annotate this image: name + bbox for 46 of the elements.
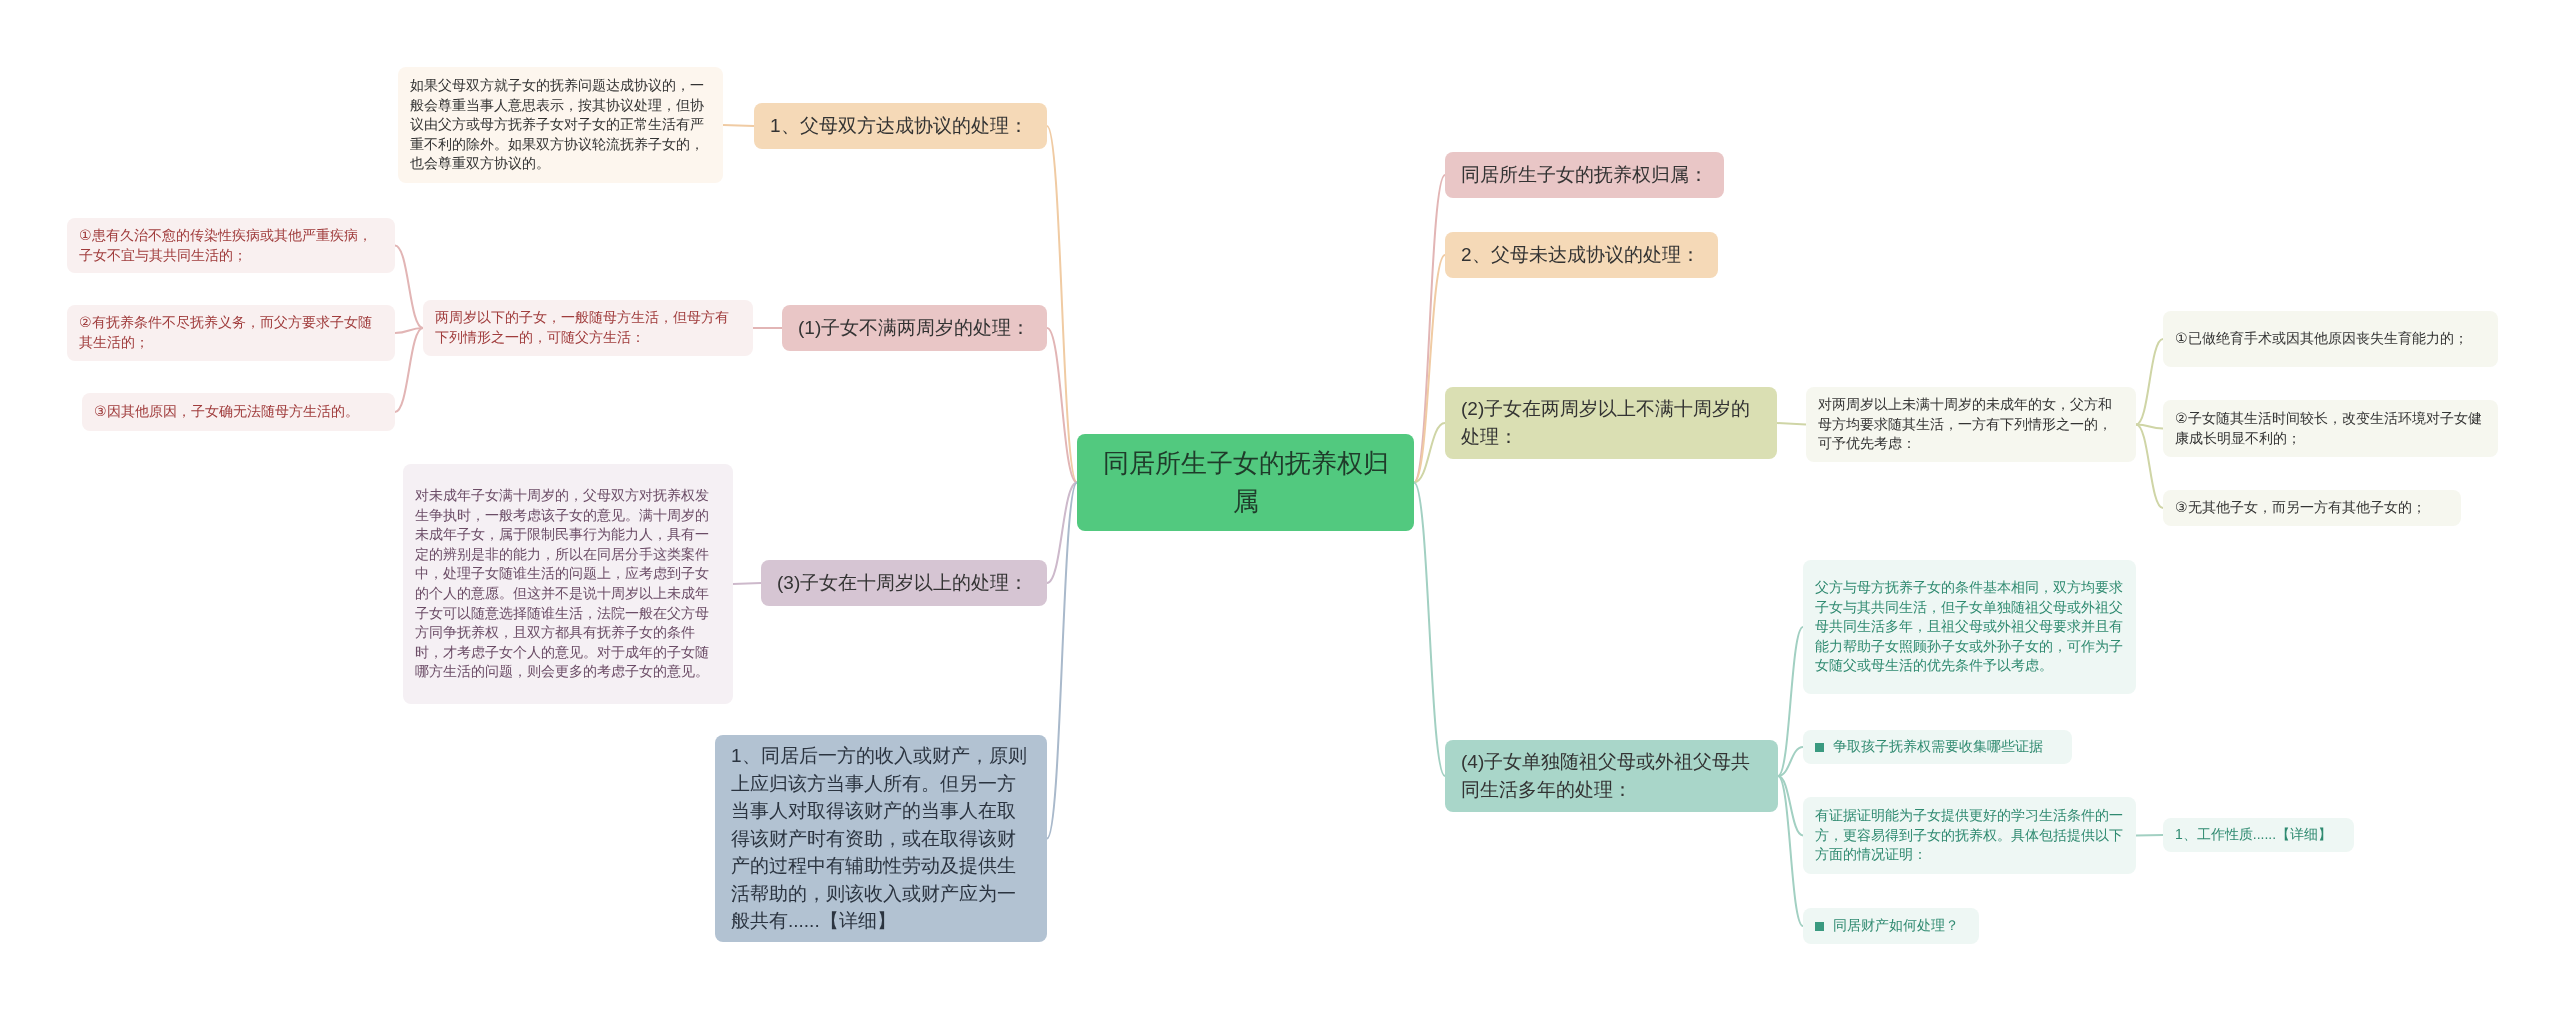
note-box: ③无其他子女，而另一方有其他子女的；: [2163, 490, 2461, 526]
note-box: 对两周岁以上未满十周岁的未成年的女，父方和母方均要求随其生活，一方有下列情形之一的，可予优先考虑：: [1806, 387, 2136, 462]
topic-box: 1、父母双方达成协议的处理：: [754, 103, 1047, 149]
connector-line: [1046, 125, 1078, 484]
note-box: ②有抚养条件不尽抚养义务，而父方要求子女随其生活的；: [67, 305, 395, 361]
note-box: ①患有久治不愈的传染性疾病或其他严重疾病，子女不宜与其共同生活的；: [67, 218, 395, 273]
note-box: ①已做绝育手术或因其他原因丧失生育能力的；: [2163, 311, 2498, 367]
connector-line: [1777, 775, 1804, 927]
connector-line: [1413, 254, 1446, 484]
note-box: 如果父母双方就子女的抚养问题达成协议的，一般会尊重当事人意思表示，按其协议处理，但协议由父方或母方抚养子女对子女的正常生活有严重不利的除外。如果双方协议轮流抚养子女的，也会尊重双方协议的。: [398, 67, 723, 183]
connector-line: [1777, 626, 1804, 777]
topic-box: (2)子女在两周岁以上不满十周岁的处理：: [1445, 387, 1777, 459]
link-box: [1803, 908, 1979, 944]
connector-line: [2135, 338, 2164, 426]
link-box: 1、工作性质......【详细】: [2163, 818, 2354, 852]
topic-box: 1、同居后一方的收入或财产，原则上应归该方当事人所有。但另一方当事人对取得该财产的当事人在取得该财产时有资助，或在取得该财产的过程中有辅助性劳动及提供生活帮助的，则该收入或财产应为一般共有......【详细】: [715, 735, 1047, 942]
connector-line: [2135, 423, 2164, 509]
connector-line: [732, 582, 762, 585]
link-text: 同居财产如何处理？: [1833, 916, 1959, 936]
topic-box: (3)子女在十周岁以上的处理：: [761, 560, 1047, 606]
note-box: 父方与母方抚养子女的条件基本相同，双方均要求子女与其共同生活，但子女单独随祖父母或外祖父母共同生活多年，且祖父母或外祖父母要求并且有能力帮助子女照顾孙子女或外孙子女的，可作为子女随父或母生活的优先条件予以考虑。: [1803, 560, 2136, 694]
connector-line: [394, 327, 424, 413]
connector-line: [1413, 422, 1446, 484]
connector-line: [722, 124, 755, 127]
link-box: [1803, 730, 2072, 764]
note-box: 对未成年子女满十周岁的，父母双方对抚养权发生争执时，一般考虑该子女的意见。满十周岁的未成年子女，属于限制民事行为能力人，具有一定的辨别是非的能力，所以在同居分手这类案件中，处理子女随谁生活的问题上，应考虑到子女的个人的意愿。但这并不是说十周岁以上未成年子女可以随意选择随谁生活，法院一般在父方母方同争抚养权，且双方都具有抚养子女的条件时，才考虑子女个人的意见。对于成年的子女随哪方生活的问题，则会更多的考虑子女的意见。: [403, 464, 733, 704]
connector-line: [394, 244, 424, 329]
link-text: 争取孩子抚养权需要收集哪些证据: [1833, 737, 2043, 757]
connector-line: [1777, 775, 1804, 837]
connector-line: [752, 327, 783, 329]
note-box: ②子女随其生活时间较长，改变生活环境对子女健康成长明显不利的；: [2163, 400, 2498, 457]
connector-line: [1776, 422, 1807, 426]
connector-line: [1413, 481, 1446, 777]
connector-line: [1046, 481, 1078, 840]
note-box: 有证据证明能为子女提供更好的学习生活条件的一方，更容易得到子女的抚养权。具体包括提供以下方面的情况证明：: [1803, 797, 2136, 874]
connector-line: [1046, 481, 1078, 584]
topic-box: 2、父母未达成协议的处理：: [1445, 232, 1718, 278]
connector-line: [1777, 746, 1804, 777]
note-box: ③因其他原因，子女确无法随母方生活的。: [82, 393, 395, 431]
topic-box: 同居所生子女的抚养权归属：: [1445, 152, 1724, 198]
topic-box: (4)子女单独随祖父母或外祖父母共同生活多年的处理：: [1445, 740, 1778, 812]
note-box: 两周岁以下的子女，一般随母方生活，但母方有下列情形之一的，可随父方生活：: [423, 300, 753, 356]
connector-line: [2135, 834, 2164, 837]
connector-line: [1046, 327, 1078, 484]
topic-box: (1)子女不满两周岁的处理：: [782, 305, 1047, 351]
root-box: 同居所生子女的抚养权归属: [1077, 434, 1414, 531]
